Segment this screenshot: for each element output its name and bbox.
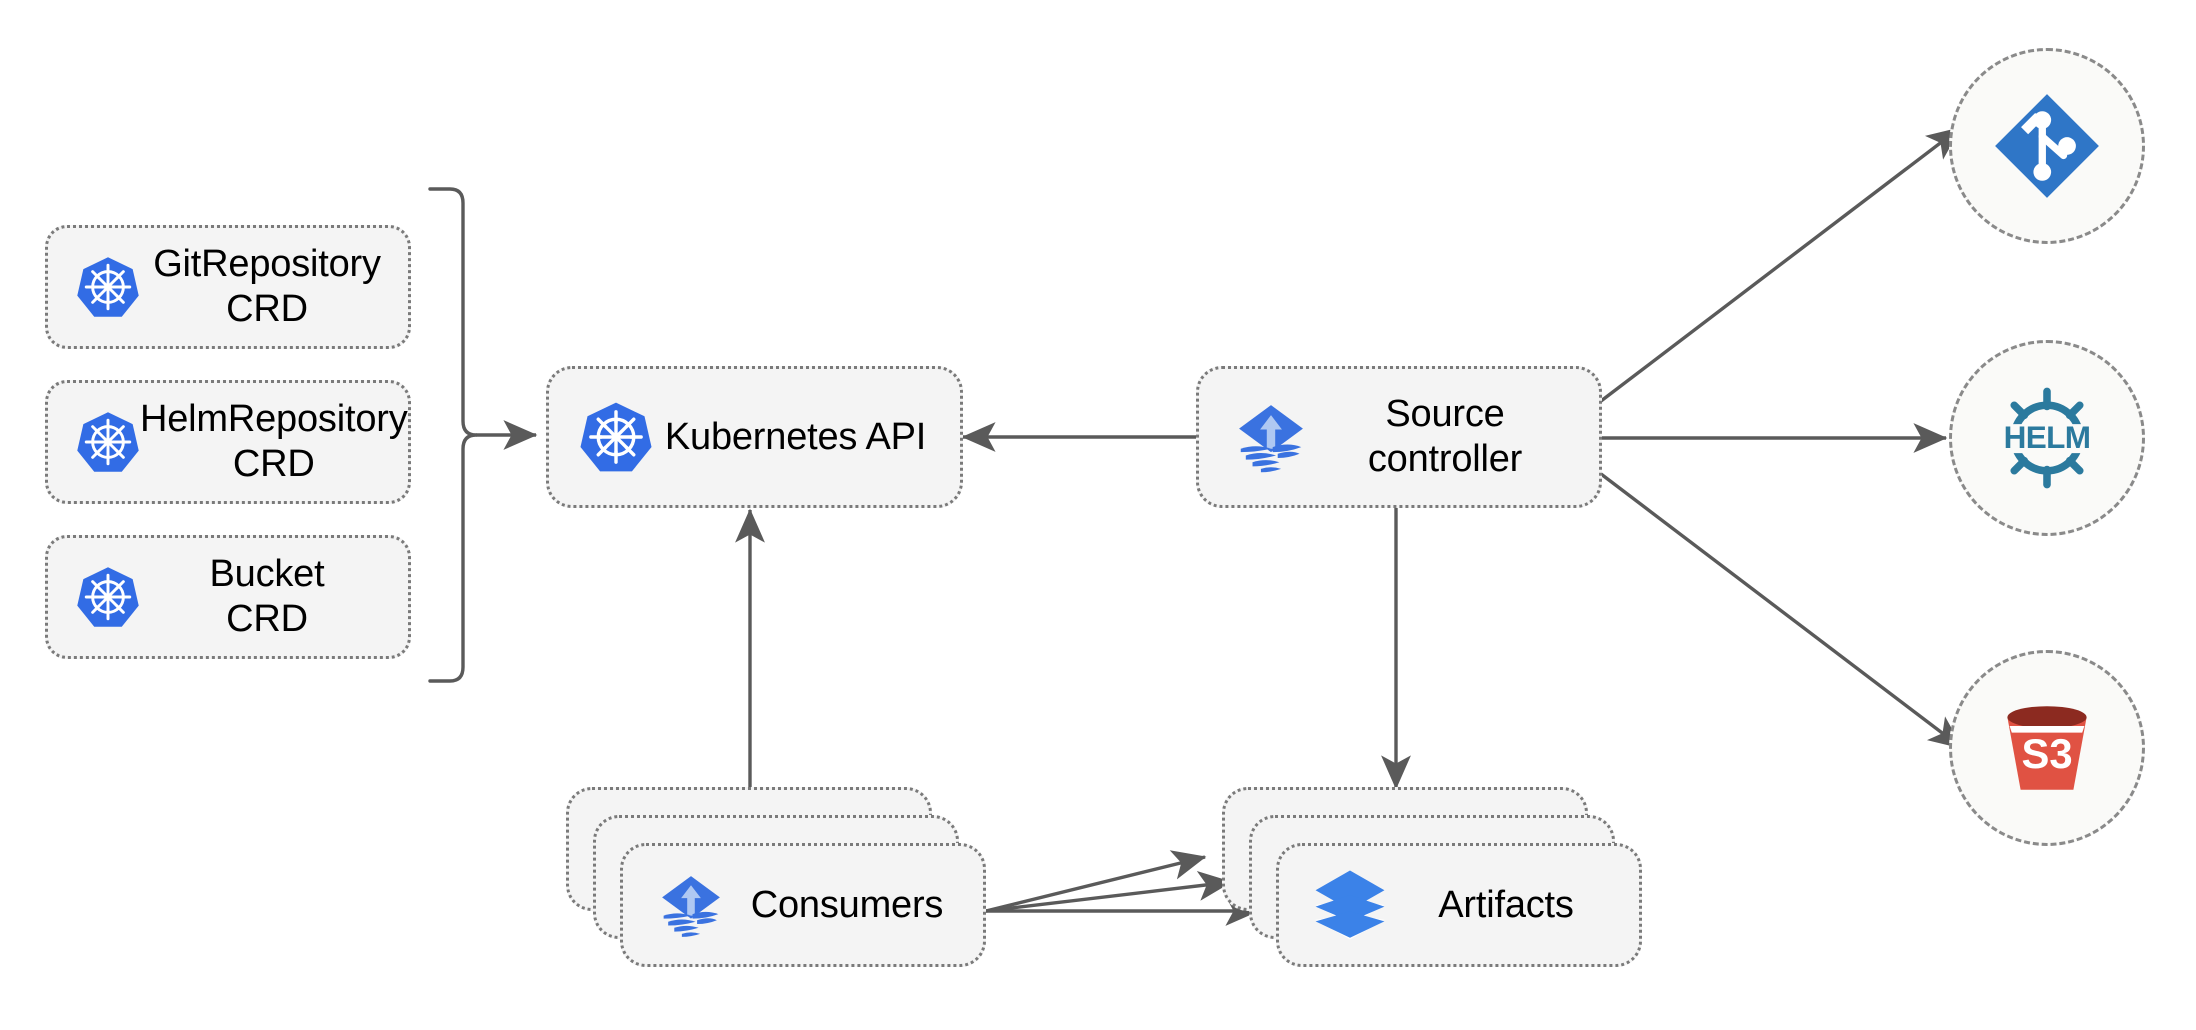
- bucket-crd-box[interactable]: Bucket CRD: [45, 535, 411, 659]
- kubernetes-icon: [76, 410, 140, 474]
- consumers-label: Consumers: [750, 883, 944, 926]
- artifacts-layer-front[interactable]: Artifacts: [1276, 843, 1642, 967]
- git-icon: [1988, 87, 2106, 205]
- wire-source-controller-to-git: [1599, 126, 1962, 403]
- wire-consumers-to-artifacts-mid: [985, 870, 1233, 913]
- kubernetes-api-label: Kubernetes API: [664, 415, 927, 458]
- artifacts-stack[interactable]: Artifacts: [1222, 787, 1642, 967]
- layers-icon: [1309, 864, 1391, 946]
- s3-source-circle[interactable]: S3: [1949, 650, 2145, 846]
- flux-icon: [1229, 395, 1313, 479]
- git-source-circle[interactable]: [1949, 48, 2145, 244]
- bucket-crd-label: Bucket CRD: [209, 553, 325, 640]
- helmrepository-crd-label: HelmRepository CRD: [140, 398, 408, 485]
- consumers-layer-front[interactable]: Consumers: [620, 843, 986, 967]
- kubernetes-icon: [579, 400, 653, 474]
- helmrepository-crd-box[interactable]: HelmRepository CRD: [45, 380, 411, 504]
- kubernetes-api-box[interactable]: Kubernetes API: [546, 366, 963, 508]
- s3-icon: S3: [1992, 693, 2102, 803]
- consumers-stack[interactable]: Consumers: [566, 787, 986, 967]
- kubernetes-icon: [76, 255, 140, 319]
- crd-group-bracket: [428, 187, 478, 683]
- svg-text:S3: S3: [2021, 730, 2072, 777]
- helm-icon: HELM: [1984, 375, 2110, 501]
- flux-icon: [653, 867, 729, 943]
- svg-text:HELM: HELM: [2004, 419, 2091, 455]
- wire-source-controller-to-s3: [1599, 472, 1964, 750]
- helm-source-circle[interactable]: HELM: [1949, 340, 2145, 536]
- wire-consumers-to-artifacts-back: [985, 850, 1207, 913]
- gitrepository-crd-label: GitRepository CRD: [153, 243, 381, 330]
- source-controller-label: Source controller: [1367, 393, 1523, 480]
- artifacts-label: Artifacts: [1438, 883, 1574, 926]
- gitrepository-crd-box[interactable]: GitRepository CRD: [45, 225, 411, 349]
- kubernetes-icon: [76, 565, 140, 629]
- source-controller-box[interactable]: Source controller: [1196, 366, 1602, 508]
